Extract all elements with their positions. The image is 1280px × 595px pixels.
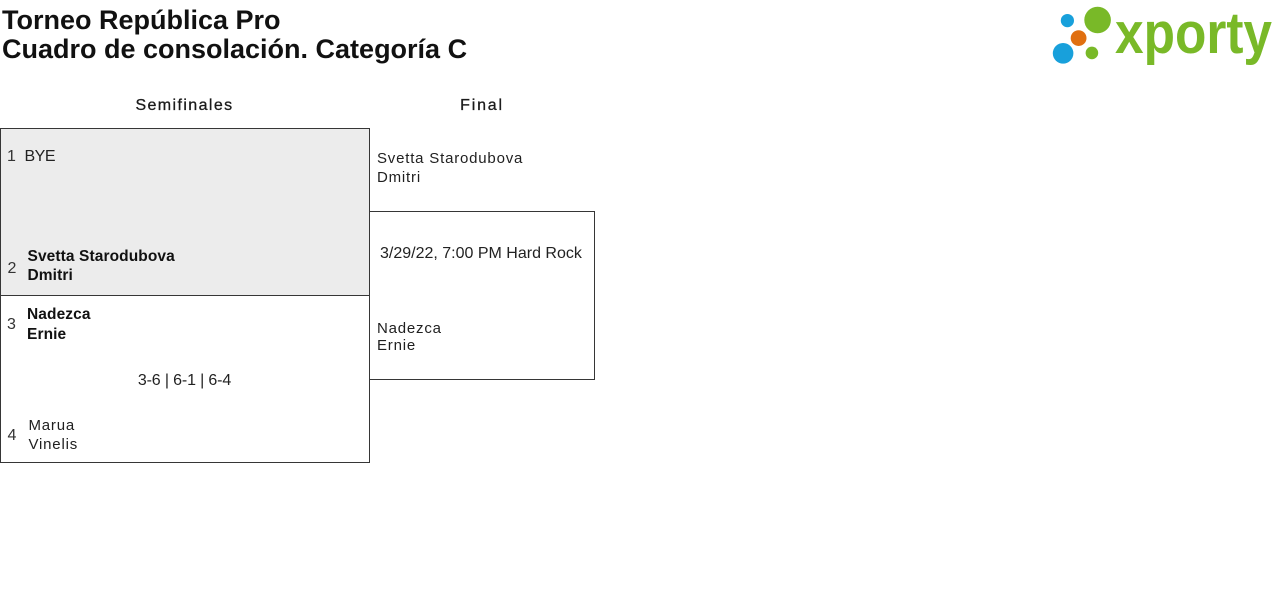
svg-text:xporty: xporty <box>1115 1 1272 66</box>
